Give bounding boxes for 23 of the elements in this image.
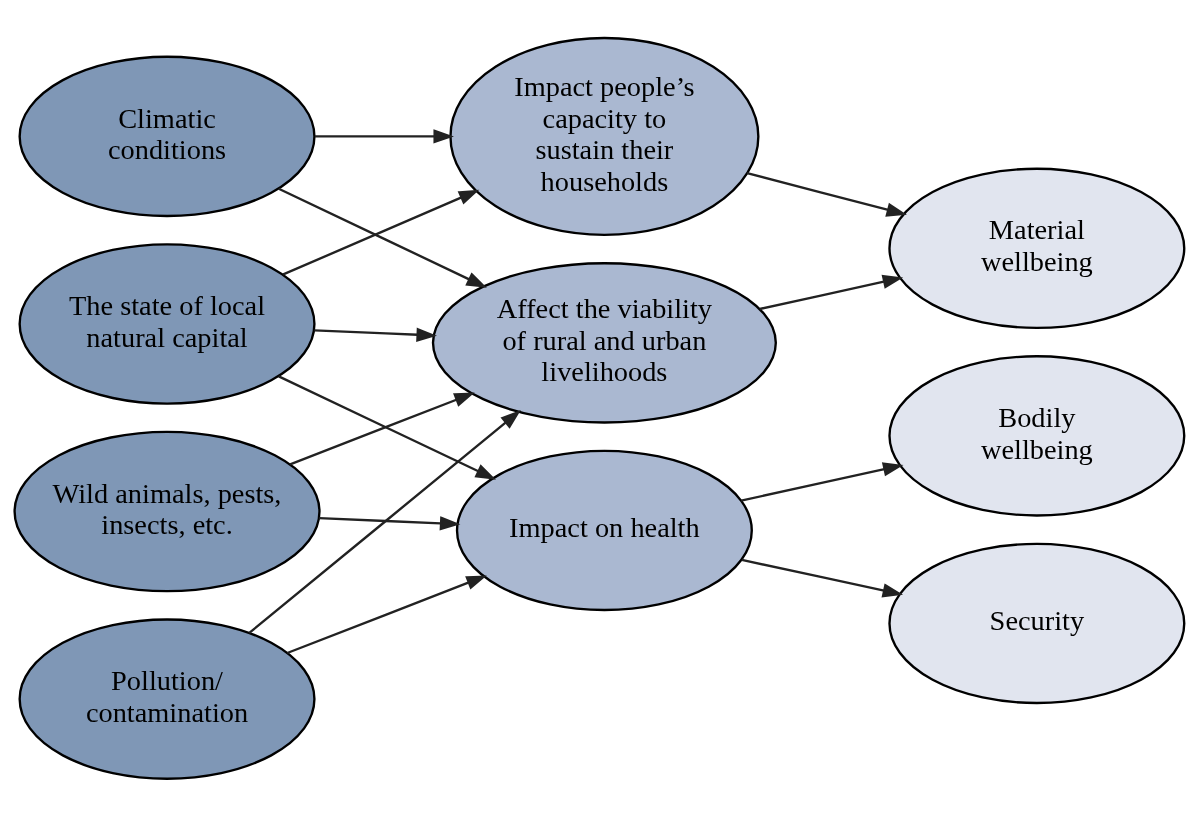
node-ellipse: Impact on health <box>455 449 753 611</box>
arrow <box>278 187 487 288</box>
node-ellipse: Pollution/ contamination <box>18 617 316 780</box>
arrow <box>278 374 497 480</box>
arrow <box>759 274 904 310</box>
arrow <box>319 515 461 530</box>
arrow <box>314 327 437 342</box>
node-ellipse: Material wellbeing <box>888 167 1186 329</box>
arrow <box>740 461 904 502</box>
arrow <box>282 189 480 276</box>
arrow <box>746 171 907 217</box>
node-ellipse: Climatic conditions <box>18 55 316 217</box>
node-ellipse: The state of local natural capital <box>18 242 316 405</box>
node-ellipse: Security <box>888 542 1186 704</box>
arrow <box>289 392 475 465</box>
node-ellipse: Impact people’s capacity to sustain their households <box>449 36 760 236</box>
arrow <box>248 409 521 634</box>
arrow <box>286 574 487 654</box>
node-ellipse: Wild animals, pests, insects, etc. <box>13 430 321 592</box>
node-ellipse: Affect the viability of rural and urban livelihoods <box>431 261 777 424</box>
arrow <box>741 558 904 597</box>
arrow <box>315 128 454 144</box>
node-ellipse: Bodily wellbeing <box>888 354 1186 517</box>
